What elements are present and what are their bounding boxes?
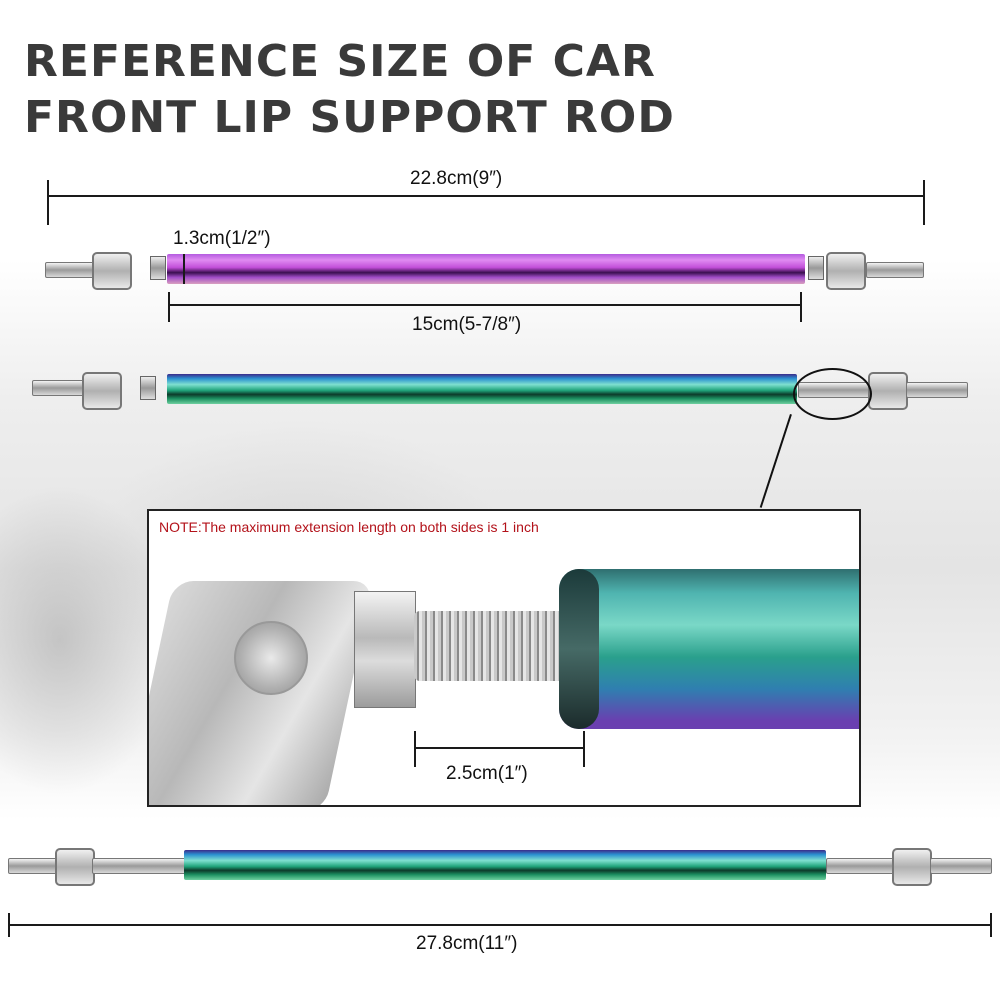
clevis-left	[82, 372, 122, 410]
extended-length-label: 27.8cm(11″)	[416, 933, 518, 954]
tube-end-closeup	[559, 569, 599, 729]
clevis-left	[92, 252, 132, 290]
tube-length-label: 15cm(5-7/8″)	[412, 314, 522, 335]
diameter-dim-line	[183, 254, 185, 284]
extension-dim-tick-right	[583, 731, 585, 767]
nut-left	[140, 376, 156, 400]
title-line-1: REFERENCE SIZE OF CAR	[24, 36, 656, 87]
tube-dim-line	[168, 304, 802, 306]
tube-closeup	[559, 569, 859, 729]
bolt-right	[930, 858, 992, 874]
bolt-right	[866, 262, 924, 278]
extended-dim-line	[8, 924, 992, 926]
purple-tube	[167, 254, 805, 284]
extension-dim-line	[414, 747, 584, 749]
tube-dim-tick-right	[800, 292, 802, 322]
title-line-2: FRONT LIP SUPPORT ROD	[24, 92, 675, 143]
clevis-right	[868, 372, 908, 410]
hex-nut-closeup	[354, 591, 416, 708]
nut-left	[150, 256, 166, 280]
detail-zoom-panel: NOTE:The maximum extension length on bot…	[147, 509, 861, 807]
threaded-rod-closeup	[414, 611, 584, 681]
clevis-right	[892, 848, 932, 886]
diameter-label: 1.3cm(1/2″)	[173, 228, 271, 249]
clevis-left	[55, 848, 95, 886]
clevis-bracket-closeup	[149, 581, 374, 805]
nut-right	[808, 256, 824, 280]
extended-dim-tick-right	[990, 913, 992, 937]
overall-dim-tick-right	[923, 180, 925, 225]
tube-dim-tick-left	[168, 292, 170, 322]
phillips-screw-closeup	[234, 621, 308, 695]
thread-left	[92, 858, 186, 874]
green-tube	[184, 850, 826, 880]
extension-label: 2.5cm(1″)	[446, 763, 528, 784]
green-tube	[167, 374, 797, 404]
thread-right	[826, 858, 898, 874]
bolt-right	[906, 382, 968, 398]
extension-note: NOTE:The maximum extension length on bot…	[159, 519, 539, 535]
overall-length-label: 22.8cm(9″)	[410, 168, 503, 189]
bolt-left	[45, 262, 97, 278]
clevis-right	[826, 252, 866, 290]
page-title: REFERENCE SIZE OF CAR FRONT LIP SUPPORT …	[24, 34, 675, 146]
extension-dim-tick-left	[414, 731, 416, 767]
overall-dim-line	[47, 195, 925, 197]
callout-circle	[793, 368, 872, 420]
overall-dim-tick-left	[47, 180, 49, 225]
